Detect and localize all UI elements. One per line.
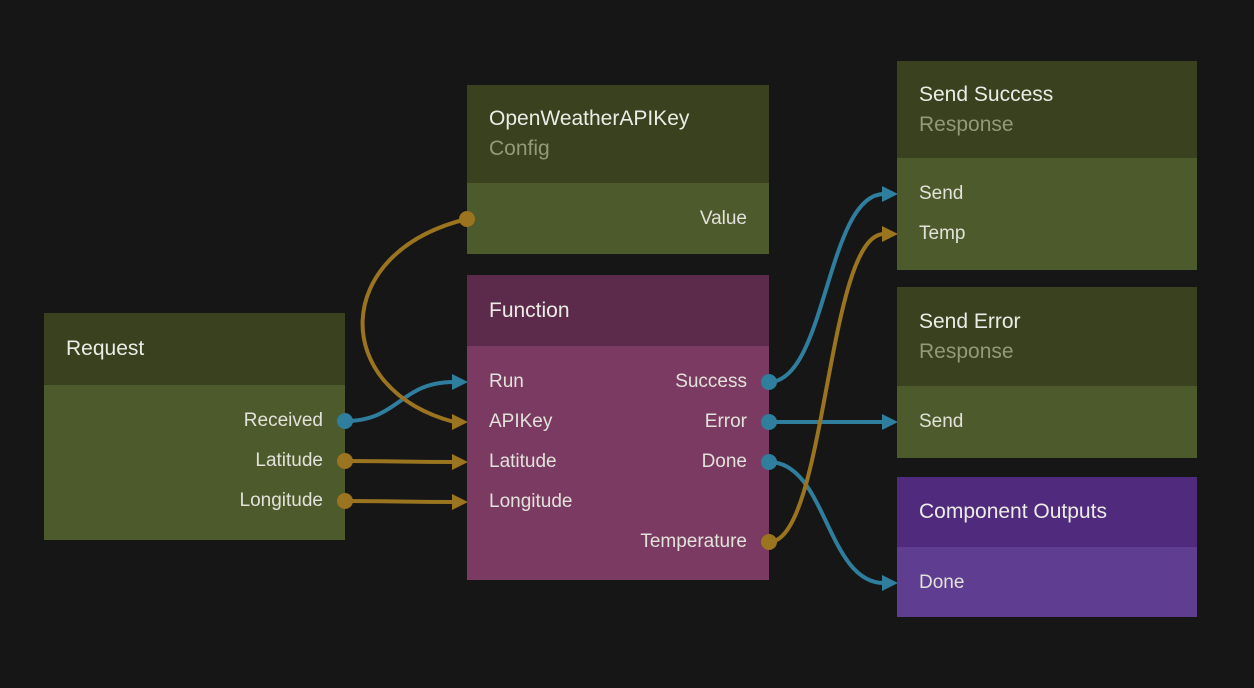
port-row: Longitude: [467, 482, 769, 522]
input-port-arrow-icon-function-apikey[interactable]: [452, 414, 468, 430]
node-subtitle: Response: [919, 339, 1014, 363]
input-port-arrow-icon-component-outputs-done[interactable]: [882, 575, 898, 591]
port-row: Temperature: [467, 522, 769, 562]
input-port-arrow-icon-send-error-send[interactable]: [882, 414, 898, 430]
output-port-dot-function-error[interactable]: [761, 414, 777, 430]
node-header[interactable]: Component Outputs: [897, 477, 1197, 547]
port-row: Longitude: [44, 481, 345, 521]
output-port-dot-openweatherapikey-value[interactable]: [459, 211, 475, 227]
port-label-error[interactable]: Error: [704, 411, 747, 432]
wire-openweatherapikey-value-to-function-apikey[interactable]: [360, 217, 468, 424]
port-label-done[interactable]: Done: [701, 451, 747, 472]
wire-function-success-to-send-success-send[interactable]: [768, 192, 885, 384]
port-label-longitude[interactable]: Longitude: [489, 491, 573, 512]
port-label-run[interactable]: Run: [489, 371, 524, 392]
port-label-longitude[interactable]: Longitude: [239, 490, 323, 511]
port-label-success[interactable]: Success: [675, 371, 747, 392]
node-title: Send Success: [919, 82, 1054, 106]
port-row: Send: [897, 402, 1197, 442]
output-port-dot-request-longitude[interactable]: [337, 493, 353, 509]
output-port-dot-function-temperature[interactable]: [761, 534, 777, 550]
port-label-temp[interactable]: Temp: [919, 223, 966, 244]
wire-function-done-to-component-outputs-done[interactable]: [768, 460, 885, 585]
port-label-latitude[interactable]: Latitude: [489, 451, 557, 472]
port-row: Latitude Done: [467, 442, 769, 482]
node-title: Send Error: [919, 309, 1021, 333]
input-port-arrow-icon-send-success-temp[interactable]: [882, 226, 898, 242]
output-port-dot-request-received[interactable]: [337, 413, 353, 429]
input-port-arrow-icon-function-run[interactable]: [452, 374, 468, 390]
node-title: Component Outputs: [919, 500, 1107, 523]
node-subtitle: Response: [919, 112, 1014, 136]
node-title: OpenWeatherAPIKey: [489, 107, 690, 130]
node-header[interactable]: Function: [467, 275, 769, 346]
port-label-send[interactable]: Send: [919, 411, 964, 432]
port-label-apikey[interactable]: APIKey: [489, 411, 553, 432]
output-port-dot-function-success[interactable]: [761, 374, 777, 390]
port-row: Temp: [897, 214, 1197, 254]
port-label-value[interactable]: Value: [699, 208, 747, 229]
input-port-arrow-icon-function-longitude[interactable]: [452, 494, 468, 510]
node-subtitle: Config: [489, 137, 550, 160]
node-header[interactable]: Request: [44, 313, 345, 385]
output-port-dot-request-latitude[interactable]: [337, 453, 353, 469]
port-label-done[interactable]: Done: [919, 572, 965, 593]
wire-request-latitude-to-function-latitude[interactable]: [344, 459, 455, 464]
port-label-send[interactable]: Send: [919, 183, 964, 204]
port-row: Latitude: [44, 441, 345, 481]
node-title: Function: [489, 298, 570, 322]
node-title: Request: [66, 337, 145, 360]
port-row: APIKey Error: [467, 402, 769, 442]
port-row: Done: [897, 563, 1197, 603]
output-port-dot-function-done[interactable]: [761, 454, 777, 470]
input-port-arrow-icon-function-latitude[interactable]: [452, 454, 468, 470]
wire-request-received-to-function-run[interactable]: [344, 380, 455, 423]
input-port-arrow-icon-send-success-send[interactable]: [882, 186, 898, 202]
node-body: Send: [897, 386, 1197, 458]
wire-request-longitude-to-function-longitude[interactable]: [344, 499, 455, 504]
port-row: Send: [897, 174, 1197, 214]
node-body: Done: [897, 547, 1197, 617]
node-body: Value: [467, 183, 769, 254]
port-label-latitude[interactable]: Latitude: [255, 450, 323, 471]
wire-function-temperature-to-send-success-temp[interactable]: [768, 232, 885, 544]
port-row: Run Success: [467, 362, 769, 402]
port-row: Value: [467, 199, 769, 239]
port-label-temperature[interactable]: Temperature: [640, 531, 747, 552]
port-label-received[interactable]: Received: [243, 410, 323, 431]
port-row: Received: [44, 401, 345, 441]
